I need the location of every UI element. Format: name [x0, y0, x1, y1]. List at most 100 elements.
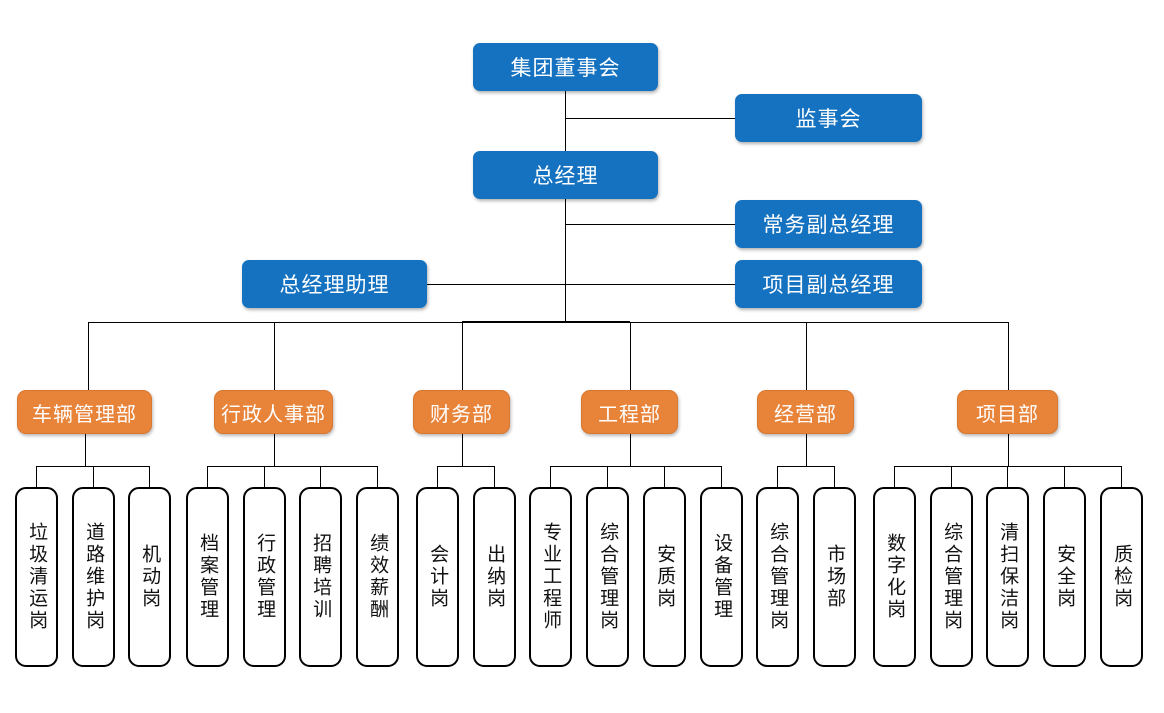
node-department-operations[interactable]: 经营部 [757, 390, 854, 434]
connector-post-performance-pay [377, 466, 378, 487]
node-post-professional-engineer[interactable]: 专业工程师 [529, 487, 572, 667]
node-post-comprehensive-management-operations[interactable]: 综合管理岗 [756, 487, 799, 667]
node-department-finance-label: 财务部 [430, 403, 493, 426]
connector-gm-spine [565, 199, 566, 323]
node-post-recruit-training-label: 招聘培训 [310, 533, 332, 621]
connector-gm-to-exec-deputy [565, 224, 735, 225]
node-post-performance-pay[interactable]: 绩效薪酬 [356, 487, 399, 667]
node-post-quality-inspection[interactable]: 质检岗 [1100, 487, 1143, 667]
node-post-records-management-label: 档案管理 [197, 533, 219, 621]
connector-gm-stem-to-supervisory [565, 118, 735, 119]
node-department-engineering[interactable]: 工程部 [581, 390, 678, 434]
subbus-operations [777, 466, 835, 467]
node-department-admin-hr-label: 行政人事部 [221, 403, 326, 426]
node-post-accounting-label: 会计岗 [427, 544, 449, 610]
node-post-road-maintenance[interactable]: 道路维护岗 [72, 487, 115, 667]
node-post-cashier[interactable]: 出纳岗 [473, 487, 516, 667]
connector-drop-engineering [630, 322, 631, 390]
node-supervisory-board[interactable]: 监事会 [735, 94, 922, 142]
connector-post-equipment-mgmt [721, 466, 722, 487]
connector-post-vehicle-operator [149, 466, 150, 487]
connector-stem-vehicle [85, 434, 86, 466]
connector-post-admin-management [264, 466, 265, 487]
node-post-recruit-training[interactable]: 招聘培训 [299, 487, 342, 667]
connector-post-comprehensive-mgmt1 [607, 466, 608, 487]
connector-stem-project [1008, 434, 1009, 466]
node-department-engineering-label: 工程部 [598, 403, 661, 426]
node-executive-deputy-gm-label: 常务副总经理 [762, 214, 895, 237]
node-department-vehicle-management-label: 车辆管理部 [32, 403, 137, 426]
node-post-waste-transport[interactable]: 垃圾清运岗 [15, 487, 58, 667]
node-post-comprehensive-management-project[interactable]: 综合管理岗 [930, 487, 973, 667]
node-post-quality-inspection-label: 质检岗 [1111, 544, 1133, 610]
connector-post-comprehensive-mgmt3 [951, 466, 952, 487]
node-post-comprehensive-management-engineering-label: 综合管理岗 [597, 522, 619, 632]
node-post-digitalization-label: 数字化岗 [884, 533, 906, 621]
node-post-records-management[interactable]: 档案管理 [186, 487, 229, 667]
connector-board-to-gm [565, 91, 566, 151]
connector-post-cashier [494, 466, 495, 487]
connector-post-cleaning [1007, 466, 1008, 487]
connector-post-waste-transport [36, 466, 37, 487]
connector-drop-project [1008, 322, 1009, 390]
node-post-professional-engineer-label: 专业工程师 [540, 522, 562, 632]
node-board-label: 集团董事会 [510, 57, 621, 80]
node-general-manager-label: 总经理 [532, 165, 599, 188]
node-post-waste-transport-label: 垃圾清运岗 [26, 522, 48, 632]
node-gm-assistant[interactable]: 总经理助理 [242, 260, 427, 308]
node-post-equipment-management[interactable]: 设备管理 [700, 487, 743, 667]
node-post-safety-quality-label: 安质岗 [654, 544, 676, 610]
node-project-deputy-gm-label: 项目副总经理 [762, 274, 895, 297]
node-post-market-department[interactable]: 市场部 [813, 487, 856, 667]
node-post-cleaning-sanitation-label: 清扫保洁岗 [997, 522, 1019, 632]
node-post-market-department-label: 市场部 [824, 544, 846, 610]
node-post-cashier-label: 出纳岗 [484, 544, 506, 610]
node-post-admin-management-label: 行政管理 [254, 533, 276, 621]
node-post-comprehensive-management-operations-label: 综合管理岗 [767, 522, 789, 632]
node-general-manager[interactable]: 总经理 [473, 151, 658, 199]
node-post-road-maintenance-label: 道路维护岗 [83, 522, 105, 632]
connector-post-professional-eng [550, 466, 551, 487]
connector-drop-admin-hr [274, 322, 275, 390]
node-department-operations-label: 经营部 [774, 403, 837, 426]
node-post-vehicle-operator-label: 机动岗 [139, 544, 161, 610]
node-supervisory-board-label: 监事会 [795, 108, 862, 131]
node-post-safety[interactable]: 安全岗 [1043, 487, 1086, 667]
node-post-comprehensive-management-project-label: 综合管理岗 [941, 522, 963, 632]
subbus-project [894, 466, 1122, 467]
connector-post-market-dept [834, 466, 835, 487]
node-department-vehicle-management[interactable]: 车辆管理部 [17, 390, 152, 434]
connector-post-accounting [437, 466, 438, 487]
connector-gm-to-project-deputy [565, 284, 735, 285]
subbus-engineering [550, 466, 722, 467]
node-post-digitalization[interactable]: 数字化岗 [873, 487, 916, 667]
connector-post-recruit-training [320, 466, 321, 487]
node-post-performance-pay-label: 绩效薪酬 [367, 533, 389, 621]
connector-stem-engineering [630, 434, 631, 466]
connector-drop-operations [806, 322, 807, 390]
connector-stem-admin-hr [274, 434, 275, 466]
node-department-finance[interactable]: 财务部 [413, 390, 510, 434]
node-project-deputy-gm[interactable]: 项目副总经理 [735, 260, 922, 308]
connector-post-road-maintenance [93, 466, 94, 487]
node-post-comprehensive-management-engineering[interactable]: 综合管理岗 [586, 487, 629, 667]
node-department-admin-hr[interactable]: 行政人事部 [214, 390, 333, 434]
connector-post-records-management [207, 466, 208, 487]
connector-stem-operations [806, 434, 807, 466]
node-post-cleaning-sanitation[interactable]: 清扫保洁岗 [986, 487, 1029, 667]
node-post-admin-management[interactable]: 行政管理 [243, 487, 286, 667]
node-board[interactable]: 集团董事会 [473, 43, 658, 91]
connector-main-bus-center [462, 321, 630, 323]
subbus-admin-hr [207, 466, 378, 467]
connector-post-safety [1064, 466, 1065, 487]
node-post-accounting[interactable]: 会计岗 [416, 487, 459, 667]
connector-post-comprehensive-mgmt2 [777, 466, 778, 487]
subbus-finance [437, 466, 495, 467]
node-post-safety-label: 安全岗 [1054, 544, 1076, 610]
node-executive-deputy-gm[interactable]: 常务副总经理 [735, 200, 922, 248]
node-post-vehicle-operator[interactable]: 机动岗 [128, 487, 171, 667]
node-post-safety-quality[interactable]: 安质岗 [643, 487, 686, 667]
node-department-project[interactable]: 项目部 [957, 390, 1058, 434]
connector-post-safety-quality [664, 466, 665, 487]
